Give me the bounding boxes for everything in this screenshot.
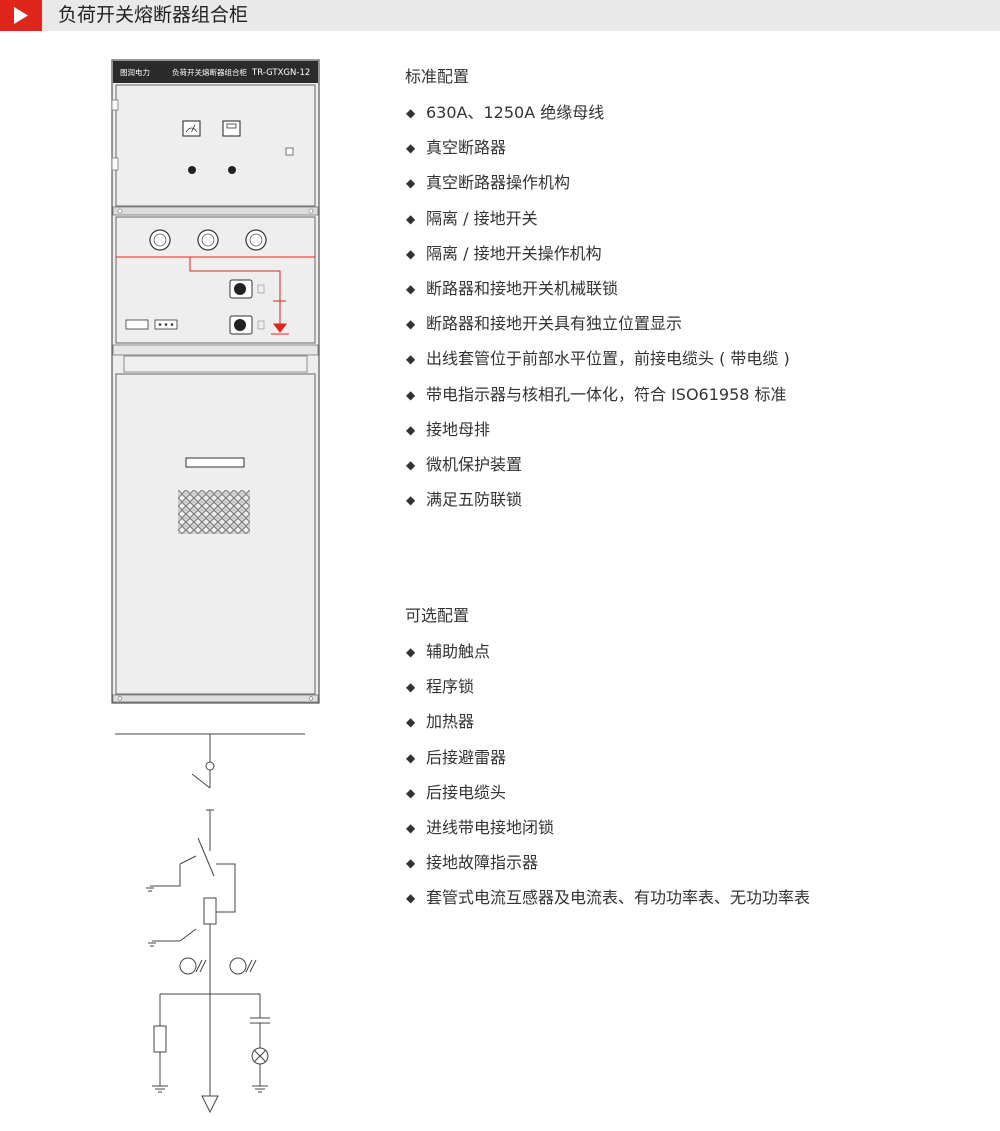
indicator-lamp-icon: [188, 166, 196, 174]
list-item-text: 进线带电接地闭锁: [426, 817, 555, 837]
list-item: ◆ 进线带电接地闭锁: [406, 818, 810, 853]
diamond-bullet-icon: ◆: [406, 387, 416, 402]
control-switch-icon: [125, 319, 178, 330]
single-line-diagram: [115, 733, 305, 1114]
diamond-bullet-icon: ◆: [406, 715, 416, 730]
diamond-bullet-icon: ◆: [406, 422, 416, 437]
list-item-text: 加热器: [426, 712, 475, 732]
header-bar: 负荷开关熔断器组合柜: [0, 0, 1000, 31]
diamond-bullet-icon: ◆: [406, 785, 416, 800]
cabinet-front-view: 图润电力 负荷开关熔断器组合柜 TR-GTXGN-12: [111, 59, 320, 704]
play-icon: [0, 0, 42, 31]
indicator-lamp-icon: [228, 166, 236, 174]
switch-operating-handle-icon: [229, 279, 265, 335]
ventilation-grille: [178, 490, 250, 534]
list-item: ◆ 真空断路器: [406, 138, 790, 173]
page-title: 负荷开关熔断器组合柜: [58, 4, 249, 26]
list-item: ◆ 套管式电流互感器及电流表、有功功率表、无功功率表: [406, 888, 810, 923]
list-item-text: 接地母排: [426, 419, 491, 439]
list-item-text: 带电指示器与核相孔一体化，符合 ISO61958 标准: [426, 384, 787, 404]
list-item: ◆ 630A、1250A 绝缘母线: [406, 103, 790, 138]
list-item-text: 后接避雷器: [426, 747, 507, 767]
optional-config-title: 可选配置: [405, 606, 470, 625]
list-item: ◆ 满足五防联锁: [406, 490, 790, 525]
list-item-text: 真空断路器操作机构: [426, 173, 571, 193]
diamond-bullet-icon: ◆: [406, 680, 416, 695]
list-item: ◆ 加热器: [406, 712, 810, 747]
list-item-text: 程序锁: [426, 677, 475, 697]
diamond-bullet-icon: ◆: [406, 856, 416, 871]
diamond-bullet-icon: ◆: [406, 281, 416, 296]
list-item: ◆ 隔离 / 接地开关: [406, 209, 790, 244]
list-item: ◆ 微机保护装置: [406, 455, 790, 490]
list-item: ◆ 辅助触点: [406, 642, 810, 677]
cabinet-model: TR-GTXGN-12: [251, 68, 310, 78]
list-item-text: 接地故障指示器: [426, 853, 539, 873]
diamond-bullet-icon: ◆: [406, 891, 416, 906]
cabinet-product: 负荷开关熔断器组合柜: [172, 67, 247, 77]
list-item-text: 出线套管位于前部水平位置，前接电缆头 ( 带电缆 ): [426, 349, 790, 369]
diamond-bullet-icon: ◆: [406, 457, 416, 472]
list-item: ◆ 程序锁: [406, 677, 810, 712]
diamond-bullet-icon: ◆: [406, 211, 416, 226]
standard-config-title: 标准配置: [405, 67, 470, 86]
list-item-text: 断路器和接地开关机械联锁: [426, 278, 619, 298]
diamond-bullet-icon: ◆: [406, 750, 416, 765]
optional-config-list: ◆ 辅助触点 ◆ 程序锁 ◆ 加热器 ◆ 后接避雷器 ◆ 后接电缆头 ◆ 进线带电接地闭锁 ◆ 接地故障指…: [406, 642, 810, 924]
list-item-text: 辅助触点: [426, 642, 491, 661]
list-item: ◆ 真空断路器操作机构: [406, 173, 790, 208]
diamond-bullet-icon: ◆: [406, 141, 416, 156]
list-item-text: 真空断路器: [426, 138, 507, 158]
list-item: ◆ 接地故障指示器: [406, 853, 810, 888]
ammeter-icon: [182, 120, 201, 137]
list-item-text: 隔离 / 接地开关: [426, 208, 538, 228]
list-item: ◆ 隔离 / 接地开关操作机构: [406, 244, 790, 279]
live-indicator-icon: [149, 229, 267, 251]
list-item-text: 630A、1250A 绝缘母线: [426, 103, 605, 122]
diamond-bullet-icon: ◆: [406, 317, 416, 332]
list-item: ◆ 出线套管位于前部水平位置，前接电缆头 ( 带电缆 ): [406, 349, 790, 384]
list-item-text: 套管式电流互感器及电流表、有功功率表、无功功率表: [426, 888, 811, 908]
door-handle: [185, 457, 245, 468]
diamond-bullet-icon: ◆: [406, 493, 416, 508]
diamond-bullet-icon: ◆: [406, 176, 416, 191]
diamond-bullet-icon: ◆: [406, 645, 416, 659]
meter-display-icon: [222, 120, 241, 137]
list-item: ◆ 后接电缆头: [406, 783, 810, 818]
diamond-bullet-icon: ◆: [406, 106, 416, 120]
mimic-diagram: [116, 256, 315, 335]
diamond-bullet-icon: ◆: [406, 352, 416, 367]
list-item-text: 隔离 / 接地开关操作机构: [426, 243, 602, 263]
standard-config-list: ◆ 630A、1250A 绝缘母线 ◆ 真空断路器 ◆ 真空断路器操作机构 ◆ 隔离 / 接地…: [406, 103, 790, 525]
list-item: ◆ 断路器和接地开关机械联锁: [406, 279, 790, 314]
list-item-text: 断路器和接地开关具有独立位置显示: [426, 314, 683, 334]
list-item: ◆ 后接避雷器: [406, 748, 810, 783]
diamond-bullet-icon: ◆: [406, 246, 416, 261]
list-item-text: 满足五防联锁: [426, 490, 523, 510]
diamond-bullet-icon: ◆: [406, 820, 416, 835]
cabinet-brand: 图润电力: [120, 67, 150, 77]
list-item: ◆ 接地母排: [406, 420, 790, 455]
list-item-text: 后接电缆头: [426, 782, 507, 802]
list-item: ◆ 断路器和接地开关具有独立位置显示: [406, 314, 790, 349]
list-item: ◆ 带电指示器与核相孔一体化，符合 ISO61958 标准: [406, 385, 790, 420]
list-item-text: 微机保护装置: [426, 454, 523, 474]
